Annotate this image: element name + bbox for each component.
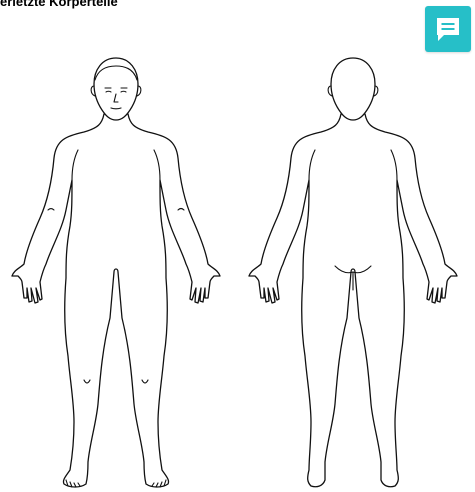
- back-head[interactable]: [331, 58, 375, 120]
- back-body-outline[interactable]: [249, 114, 457, 487]
- body-figure-front[interactable]: [6, 50, 230, 492]
- body-figure-back[interactable]: [241, 50, 467, 492]
- front-body-outline[interactable]: [12, 114, 220, 487]
- page-title: erletzte Körperteile: [0, 0, 118, 9]
- comment-icon: [433, 14, 463, 44]
- comment-button[interactable]: [425, 6, 471, 52]
- front-head[interactable]: [94, 58, 138, 120]
